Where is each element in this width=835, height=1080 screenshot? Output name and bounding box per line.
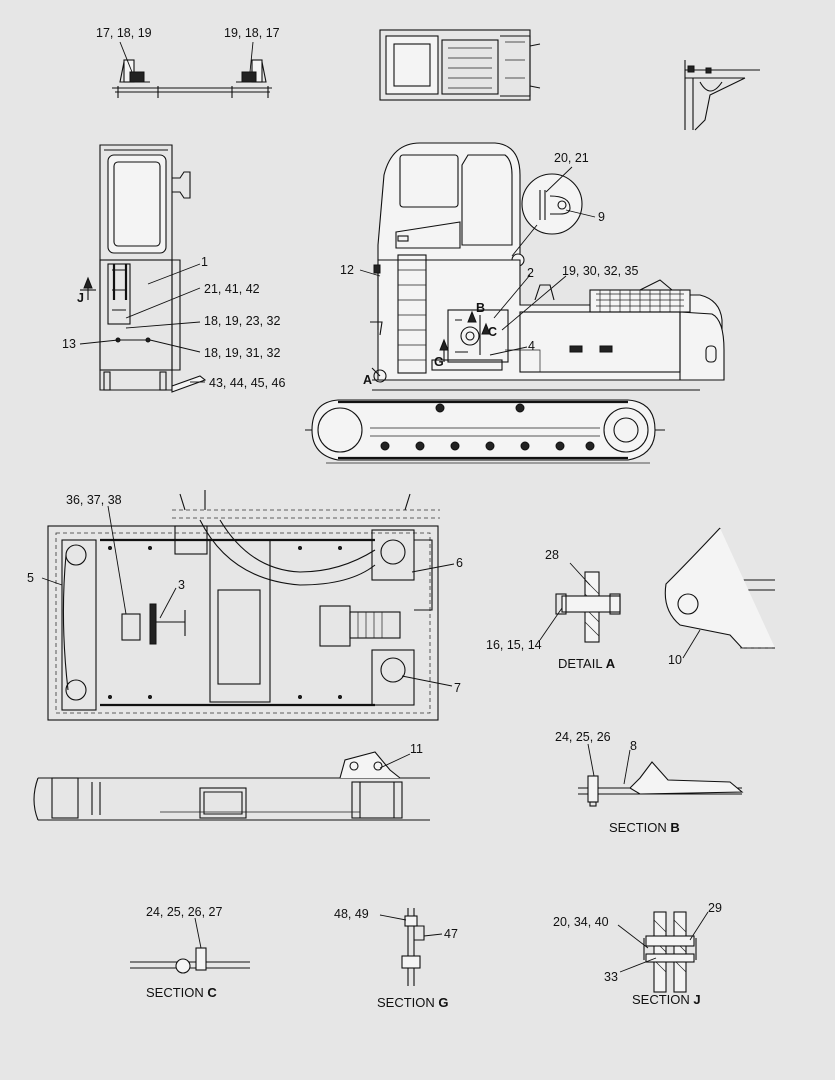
caption-section-c: SECTION C — [146, 985, 217, 1000]
callout-24-25-26: 24, 25, 26 — [555, 730, 611, 744]
callout-7: 7 — [454, 681, 461, 695]
callout-20-21: 20, 21 — [554, 151, 589, 165]
callout-8: 8 — [630, 739, 637, 753]
caption-section-b: SECTION B — [609, 820, 680, 835]
callout-20-34-40: 20, 34, 40 — [553, 915, 609, 929]
callout-1: 1 — [201, 255, 208, 269]
callout-36-37-38: 36, 37, 38 — [66, 493, 122, 507]
callout-17-18-19: 17, 18, 19 — [96, 26, 152, 40]
handrail-front-view — [112, 41, 272, 98]
callout-47: 47 — [444, 927, 458, 941]
callout-4: 4 — [528, 339, 535, 353]
callout-11: 11 — [410, 742, 423, 756]
side-frame-view — [33, 751, 430, 821]
callout-3: 3 — [178, 578, 185, 592]
callout-19-18-17: 19, 18, 17 — [224, 26, 280, 40]
view-marker-c: C — [488, 325, 497, 339]
callout-5: 5 — [27, 571, 34, 585]
section-b-drawing — [578, 743, 744, 807]
view-marker-g: G — [434, 355, 444, 369]
callout-21-41-42: 21, 41, 42 — [204, 282, 260, 296]
caption-section-g: SECTION G — [377, 995, 449, 1010]
callout-28: 28 — [545, 548, 559, 562]
excavator-side-view — [305, 142, 725, 464]
callout-18-19-23-32: 18, 19, 23, 32 — [204, 314, 281, 328]
cab-top-view — [379, 29, 541, 101]
callout-33: 33 — [604, 970, 618, 984]
callout-10: 10 — [668, 653, 682, 667]
detail-a-drawing — [539, 562, 621, 643]
callout-24-25-26-27: 24, 25, 26, 27 — [146, 905, 223, 919]
detail-marker-a: A — [363, 373, 372, 387]
callout-18-19-31-32: 18, 19, 31, 32 — [204, 346, 281, 360]
callout-19-30-32-35: 19, 30, 32, 35 — [562, 264, 639, 278]
callout-2: 2 — [527, 266, 534, 280]
caption-detail-a: DETAIL A — [558, 656, 616, 671]
callout-9: 9 — [598, 210, 605, 224]
cab-rear-view — [79, 144, 207, 393]
caption-section-j: SECTION J — [632, 992, 701, 1007]
section-g-drawing — [379, 908, 443, 986]
callout-12: 12 — [340, 263, 354, 277]
section-c-drawing — [130, 917, 250, 974]
view-marker-j: J — [77, 291, 84, 305]
callout-6: 6 — [456, 556, 463, 570]
section-j-drawing — [617, 911, 709, 993]
callout-43-44-45-46: 43, 44, 45, 46 — [209, 376, 286, 390]
callout-13: 13 — [62, 337, 76, 351]
callout-48-49: 48, 49 — [334, 907, 369, 921]
upper-frame-plan-view — [41, 490, 455, 721]
callout-16-15-14: 16, 15, 14 — [486, 638, 542, 652]
corner-detail-view — [684, 60, 760, 131]
callout-29: 29 — [708, 901, 722, 915]
view-marker-b: B — [476, 301, 485, 315]
bracket-view — [664, 527, 775, 659]
